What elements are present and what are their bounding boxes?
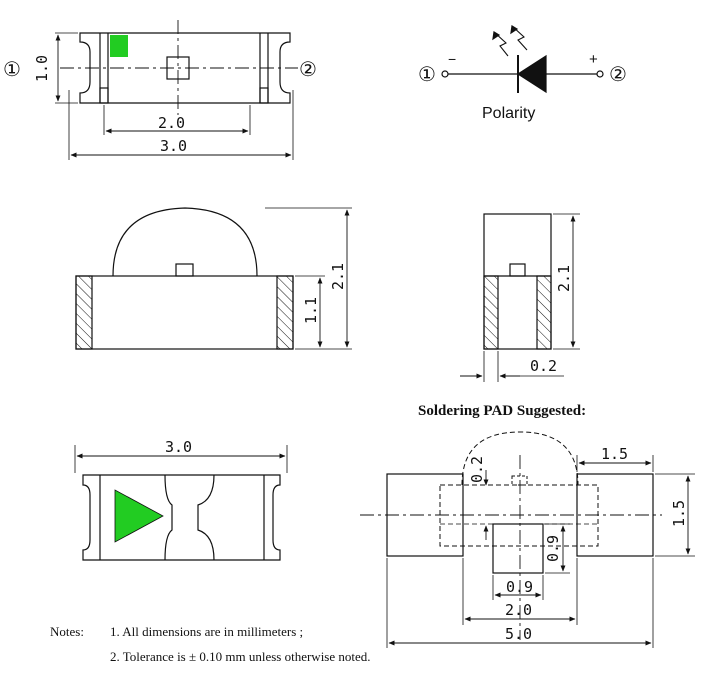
top-view-dim-height: 1.0 bbox=[33, 55, 51, 82]
bottom-view-dim-length: 3.0 bbox=[165, 438, 192, 456]
top-view-green-mark bbox=[110, 35, 128, 57]
polarity-label: Polarity bbox=[482, 105, 535, 122]
pad-dim-gap: 0.2 bbox=[468, 456, 486, 483]
pad-dim-center-h: 0.9 bbox=[544, 535, 562, 562]
bottom-view bbox=[74, 445, 288, 561]
bottom-view-cutout bbox=[164, 474, 215, 561]
top-view-pin2: ② bbox=[299, 57, 317, 81]
pad-dim-overall: 5.0 bbox=[505, 625, 532, 643]
polarity-plus: + bbox=[589, 51, 598, 68]
notes-heading: Notes: bbox=[50, 624, 84, 639]
pad-dim-width: 1.5 bbox=[601, 445, 628, 463]
notes-line-1: 1. All dimensions are in millimeters ; bbox=[110, 624, 303, 639]
polarity-minus: − bbox=[448, 51, 456, 67]
side-view-dim-body: 1.1 bbox=[302, 297, 320, 324]
bottom-view-outline bbox=[82, 474, 281, 561]
pad-title: Soldering PAD Suggested: bbox=[418, 403, 586, 419]
soldering-pad-layout bbox=[360, 431, 695, 648]
end-view bbox=[460, 213, 580, 382]
top-view bbox=[55, 20, 298, 160]
pad-center bbox=[492, 523, 544, 574]
side-view-dim-total: 2.1 bbox=[329, 263, 347, 290]
pad-dim-inner: 2.0 bbox=[505, 601, 532, 619]
top-view-dim-overall: 3.0 bbox=[160, 137, 187, 155]
polarity-pin1: ① bbox=[418, 62, 436, 86]
pad-dim-center-w: 0.9 bbox=[506, 578, 533, 596]
end-view-dim-total: 2.1 bbox=[555, 265, 573, 292]
side-view-dome bbox=[112, 207, 258, 277]
polarity-symbol bbox=[441, 25, 604, 94]
bottom-view-polarity-triangle bbox=[114, 489, 164, 543]
end-view-dim-terminal: 0.2 bbox=[530, 357, 557, 375]
notes-line-2: 2. Tolerance is ± 0.10 mm unless otherwi… bbox=[110, 649, 371, 664]
side-view bbox=[75, 207, 352, 350]
pad-dim-height: 1.5 bbox=[670, 500, 688, 527]
polarity-pin2: ② bbox=[609, 62, 627, 86]
top-view-outline bbox=[79, 32, 291, 104]
top-view-dim-inner: 2.0 bbox=[158, 114, 185, 132]
top-view-pin1: ① bbox=[3, 57, 21, 81]
side-view-body bbox=[75, 275, 294, 350]
